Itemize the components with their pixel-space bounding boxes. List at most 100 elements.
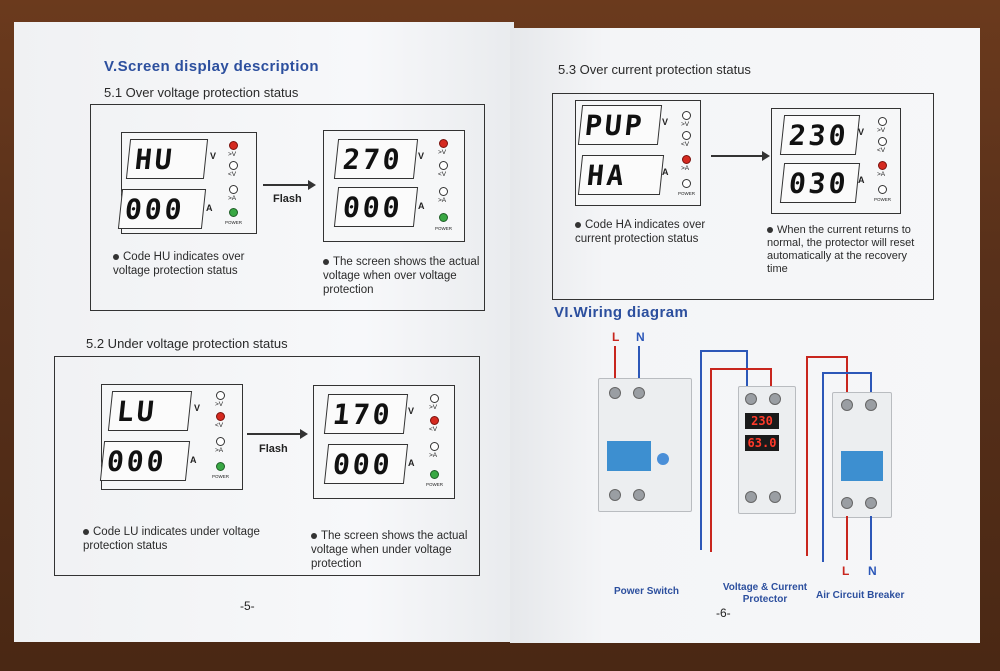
neutral-wire-load [870, 516, 872, 560]
live-wire-in [614, 346, 616, 386]
over-current-led [229, 185, 238, 194]
terminal [841, 497, 853, 509]
note-under-voltage: The screen shows the actual voltage when… [311, 529, 481, 571]
power-led [682, 179, 691, 188]
flash-arrow [247, 429, 308, 439]
note-ha: Code HA indicates over current protectio… [575, 218, 725, 246]
neutral-wire-out [822, 372, 824, 562]
neutral-wire-out-drop [870, 372, 872, 396]
voltage-display: 270 [333, 139, 419, 179]
power-label: POWER [225, 220, 243, 225]
live-wire-load [846, 516, 848, 560]
over-voltage-frame: HU V 000 A >V <V >A POWER Flash 270 V 00… [90, 104, 485, 311]
volt-unit: V [858, 127, 865, 137]
protector-device: 230 63.0 [738, 386, 796, 514]
live-wire-top [710, 368, 772, 370]
over-voltage-led [878, 117, 887, 126]
terminal [865, 399, 877, 411]
under-voltage-label: <V [438, 171, 447, 178]
live-wire-out [806, 356, 808, 556]
flash-label: Flash [259, 443, 288, 455]
over-voltage-led [216, 391, 225, 400]
neutral-label-bottom: N [868, 564, 877, 578]
under-voltage-label: <V [228, 171, 237, 178]
section-5-2-title: 5.2 Under voltage protection status [86, 336, 288, 351]
amp-unit: A [662, 167, 669, 177]
section-heading-wiring: VI.Wiring diagram [554, 304, 689, 321]
section-5-3-title: 5.3 Over current protection status [558, 62, 751, 77]
wiring-diagram: L N [570, 328, 910, 605]
over-current-label: >A [877, 171, 886, 178]
power-led [439, 213, 448, 222]
volt-unit: V [194, 403, 201, 413]
live-wire-drop [770, 368, 772, 390]
section-5-1-title: 5.1 Over voltage protection status [104, 85, 299, 100]
note-under-voltage-text: The screen shows the actual voltage when… [311, 530, 468, 570]
power-led [430, 470, 439, 479]
over-voltage-led [682, 111, 691, 120]
flash-label: Flash [273, 193, 302, 205]
display-panel-170: 170 V 000 A >V <V >A POWER [313, 385, 455, 499]
under-voltage-led [682, 131, 691, 140]
power-switch-label: Power Switch [614, 586, 680, 597]
terminal [633, 387, 645, 399]
terminal [633, 489, 645, 501]
live-label-bottom: L [842, 564, 850, 578]
amp-unit: A [206, 203, 213, 213]
power-label: POWER [426, 482, 444, 487]
terminal [769, 491, 781, 503]
terminal [745, 393, 757, 405]
note-hu: Code HU indicates over voltage protectio… [113, 250, 283, 278]
over-current-led [439, 187, 448, 196]
under-voltage-frame: LU V 000 A >V <V >A POWER Flash 170 V 00… [54, 356, 480, 576]
manual-page-6: 5.3 Over current protection status PUP V… [510, 28, 980, 643]
note-lu-text: Code LU indicates under voltage protecti… [83, 526, 260, 552]
over-voltage-led [430, 394, 439, 403]
over-current-label: >A [438, 197, 447, 204]
terminal [745, 491, 757, 503]
live-wire-out-drop [846, 356, 848, 396]
live-label-top: L [612, 330, 620, 344]
current-display: 000 [323, 444, 409, 484]
amp-unit: A [858, 175, 865, 185]
volt-unit: V [662, 117, 669, 127]
over-current-led [682, 155, 691, 164]
amp-unit: A [190, 455, 197, 465]
switch-lever [607, 441, 651, 471]
current-display: 000 [117, 189, 207, 229]
note-over-voltage: The screen shows the actual voltage when… [323, 255, 483, 297]
power-led [878, 185, 887, 194]
display-panel-lu: LU V 000 A >V <V >A POWER [99, 384, 243, 490]
note-auto-reset-text: When the current returns to normal, the … [767, 224, 915, 275]
protector-label-line1: Voltage & Current [722, 582, 808, 593]
display-panel-pup: PUP V HA A >V <V >A POWER [575, 100, 701, 206]
current-display: 000 [333, 187, 419, 227]
power-label: POWER [874, 197, 892, 202]
protector-voltage-readout: 230 [745, 413, 779, 429]
terminal [609, 387, 621, 399]
over-voltage-led [439, 139, 448, 148]
power-led [229, 208, 238, 217]
under-voltage-led [216, 412, 225, 421]
live-wire-out-top [806, 356, 848, 358]
terminal [865, 497, 877, 509]
under-voltage-label: <V [429, 426, 438, 433]
flash-arrow [263, 180, 316, 190]
under-voltage-label: <V [215, 422, 224, 429]
note-auto-reset: When the current returns to normal, the … [767, 224, 927, 276]
display-panel-270: 270 V 000 A >V <V >A POWER [323, 130, 465, 242]
terminal [841, 399, 853, 411]
note-over-voltage-text: The screen shows the actual voltage when… [323, 256, 480, 296]
air-circuit-breaker-device [832, 392, 892, 518]
test-button [657, 453, 669, 465]
over-current-led [216, 437, 225, 446]
display-panel-230: 230 V 030 A >V <V >A POWER [771, 108, 901, 214]
voltage-display: 230 [779, 115, 861, 155]
over-voltage-label: >V [215, 401, 224, 408]
neutral-wire-riser [700, 350, 702, 550]
over-voltage-label: >V [228, 151, 237, 158]
volt-unit: V [408, 406, 415, 416]
volt-unit: V [210, 151, 217, 161]
protector-label-line2: Protector [742, 594, 788, 605]
